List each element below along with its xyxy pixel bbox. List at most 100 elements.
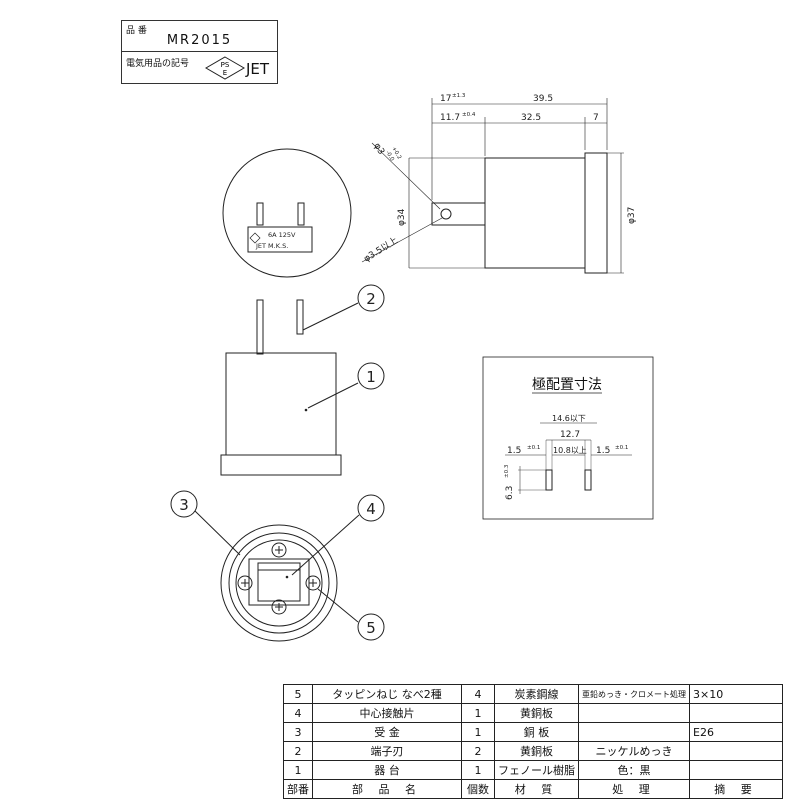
cell-note (689, 760, 783, 780)
plug-face-view: 6A 125V JET M.K.S. (222, 148, 352, 278)
callout-5-leader (317, 588, 359, 623)
blade-hole (440, 208, 452, 220)
title-block: 品 番 MR2015 電気用品の記号 PS E JET (121, 20, 278, 84)
cell-note (689, 741, 783, 761)
dim-phi3-tol-minus: -0.0 (384, 150, 395, 163)
table-row: 1 器 台 1 フェノール樹脂 色：黒 (283, 760, 783, 780)
cell-material: フェノール樹脂 (494, 760, 579, 780)
table-row: 5 タッピンねじ なべ2種 4 炭素鋼線 亜鉛めっき・クロメート処理 3×10 (283, 684, 783, 704)
part-number-label: 品 番 (126, 26, 147, 36)
header-note: 摘 要 (689, 779, 783, 799)
cell-process: 色：黒 (578, 760, 690, 780)
socket-inner-circle (228, 532, 330, 634)
cell-material: 銅 板 (494, 722, 579, 742)
cell-no: 5 (283, 684, 313, 704)
part-number-row: 品 番 MR2015 (122, 21, 277, 52)
cell-note: E26 (689, 722, 783, 742)
callout-4: 4 (366, 500, 376, 518)
dim-39-5: 39.5 (533, 94, 553, 104)
header-process: 処 理 (578, 779, 690, 799)
callout-3: 3 (179, 496, 189, 514)
dim-phi3-tol-plus: +0.2 (390, 146, 402, 161)
rating-line1: 6A 125V (268, 231, 296, 239)
screw-right (305, 575, 321, 591)
body-flange (220, 454, 342, 476)
cell-no: 4 (283, 703, 313, 723)
body-main (225, 352, 337, 456)
dim-11-7-tol: ±0.4 (462, 112, 476, 118)
table-header-row: 部番 部 品 名 個数 材 質 処 理 摘 要 (283, 779, 783, 799)
header-qty: 個数 (461, 779, 495, 799)
side-blade (431, 202, 486, 226)
callouts: 2 1 3 4 5 (170, 284, 385, 641)
socket-center-dot (285, 575, 289, 579)
rating-line2: JET M.K.S. (255, 242, 288, 250)
side-flange (584, 152, 608, 274)
cell-qty: 1 (461, 760, 495, 780)
dim-1-5-right-tol: ±0.1 (615, 445, 628, 451)
table-row: 3 受 金 1 銅 板 E26 (283, 722, 783, 742)
dim-phi3-5: φ3.5以上 (362, 235, 400, 265)
pse-small-diamond-icon (249, 232, 261, 244)
screw-left (237, 575, 253, 591)
callout-2-leader (302, 302, 359, 331)
cell-qty: 1 (461, 703, 495, 723)
cell-material: 炭素鋼線 (494, 684, 579, 704)
cell-name: 器 台 (312, 760, 462, 780)
header-no: 部番 (283, 779, 313, 799)
cell-process (578, 703, 690, 723)
dim-17-tol: ±1.3 (452, 93, 466, 99)
blade-right (296, 299, 304, 335)
pse-diamond-icon: PS E (205, 56, 245, 80)
cell-name: 受 金 (312, 722, 462, 742)
cell-name: 端子刃 (312, 741, 462, 761)
callout-2-circle (357, 284, 385, 312)
callout-3-leader (194, 510, 241, 556)
pole-layout-frame (482, 356, 654, 520)
callout-5: 5 (366, 619, 376, 637)
side-view: 17 ±1.3 39.5 11.7 ±0.4 32.5 7 φ3 +0.2 -0… (362, 93, 637, 274)
cell-name: 中心接触片 (312, 703, 462, 723)
dim-6-3-tol: ±0.3 (504, 464, 510, 478)
dim-phi37: φ37 (627, 207, 637, 224)
callout-1-leader (307, 382, 359, 409)
dim-11-7: 11.7 (440, 113, 460, 123)
callout-5-circle (357, 613, 385, 641)
cell-note: 3×10 (689, 684, 783, 704)
cell-material: 黄銅板 (494, 703, 579, 723)
dim-1-5-right: 1.5 (596, 446, 610, 456)
table-row: 4 中心接触片 1 黄銅板 (283, 703, 783, 723)
cell-note (689, 703, 783, 723)
callout-1-circle (357, 362, 385, 390)
plug-blade-left-slot (256, 202, 264, 226)
pole-slot-left (545, 469, 553, 491)
dim-10-8: 10.8以上 (553, 446, 587, 455)
cell-qty: 4 (461, 684, 495, 704)
socket-bore-circle (235, 539, 323, 627)
header-name: 部 品 名 (312, 779, 462, 799)
cell-material: 黄銅板 (494, 741, 579, 761)
socket-outer-circle (220, 524, 338, 642)
cell-qty: 2 (461, 741, 495, 761)
cell-qty: 1 (461, 722, 495, 742)
screw-top (271, 542, 287, 558)
dim-14-6: 14.6以下 (552, 414, 586, 423)
cell-name: タッピンねじ なべ2種 (312, 684, 462, 704)
plug-face-outer-circle (222, 148, 352, 278)
header-material: 材 質 (494, 779, 579, 799)
dim-1-5-left: 1.5 (507, 446, 521, 456)
screw-bottom (271, 599, 287, 615)
cell-process: ニッケルめっき (578, 741, 690, 761)
dim-1-5-left-tol: ±0.1 (527, 445, 540, 451)
dim-6-3: 6.3 (505, 486, 515, 500)
body-front-view (220, 299, 342, 476)
electrical-mark-row: 電気用品の記号 PS E JET (122, 52, 277, 84)
part-number-value: MR2015 (166, 33, 233, 48)
callout-4-circle (357, 494, 385, 522)
pole-layout-title: 極配置寸法 (532, 377, 602, 393)
center-contact (257, 562, 301, 602)
electrical-mark-label: 電気用品の記号 (126, 59, 190, 69)
cell-no: 3 (283, 722, 313, 742)
cell-no: 2 (283, 741, 313, 761)
